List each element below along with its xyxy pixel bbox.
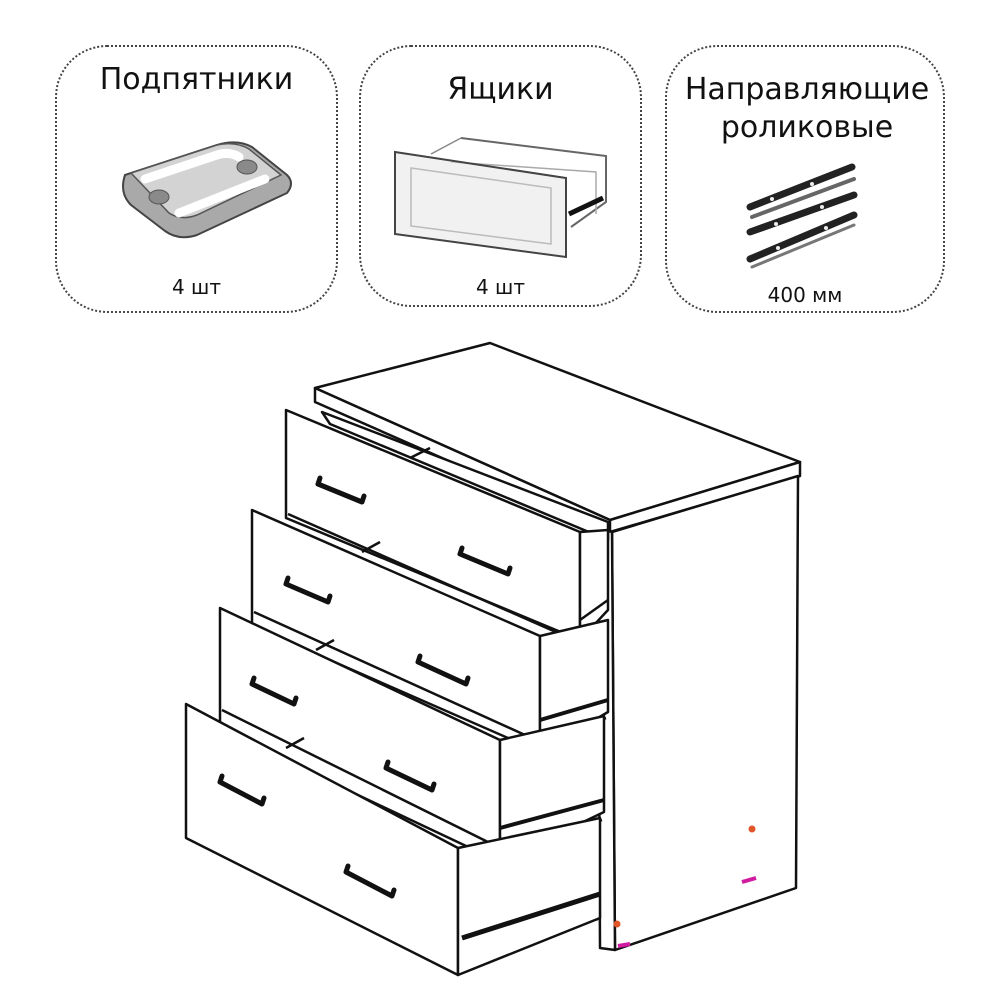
drawer-handle <box>383 759 437 793</box>
roller-rails-icon <box>746 163 858 269</box>
furniture-glide-icon <box>122 141 292 239</box>
component-card-glides: Подпятники 4 шт <box>55 45 338 313</box>
drawer-4 <box>184 702 603 977</box>
drawer-1 <box>284 408 610 642</box>
dresser-side-panel <box>610 474 800 952</box>
component-card-rails: Направляющие роликовые 400 мм <box>665 45 945 313</box>
component-quantity: 400 мм <box>767 283 843 307</box>
glide-marker <box>613 920 621 928</box>
drawer-3 <box>218 606 607 864</box>
component-title: Ящики <box>447 72 554 107</box>
component-card-drawers: Ящики 4 шт <box>359 45 642 307</box>
drawer-handle <box>315 475 367 505</box>
drawer-handle <box>249 675 299 707</box>
drawer-handle <box>217 773 267 807</box>
glide-marker <box>617 942 631 948</box>
drawer-handle <box>415 653 471 687</box>
drawer-handle <box>343 863 397 899</box>
component-title: Подпятники <box>99 62 294 97</box>
drawer-handle <box>283 575 333 605</box>
drawer-handle <box>457 545 513 577</box>
glide-marker <box>741 876 757 884</box>
drawer-box-icon <box>394 137 607 259</box>
component-title: Направляющие роликовые <box>684 72 930 145</box>
component-quantity: 4 шт <box>475 275 526 299</box>
component-quantity: 4 шт <box>171 275 222 299</box>
glide-marker <box>748 825 756 833</box>
